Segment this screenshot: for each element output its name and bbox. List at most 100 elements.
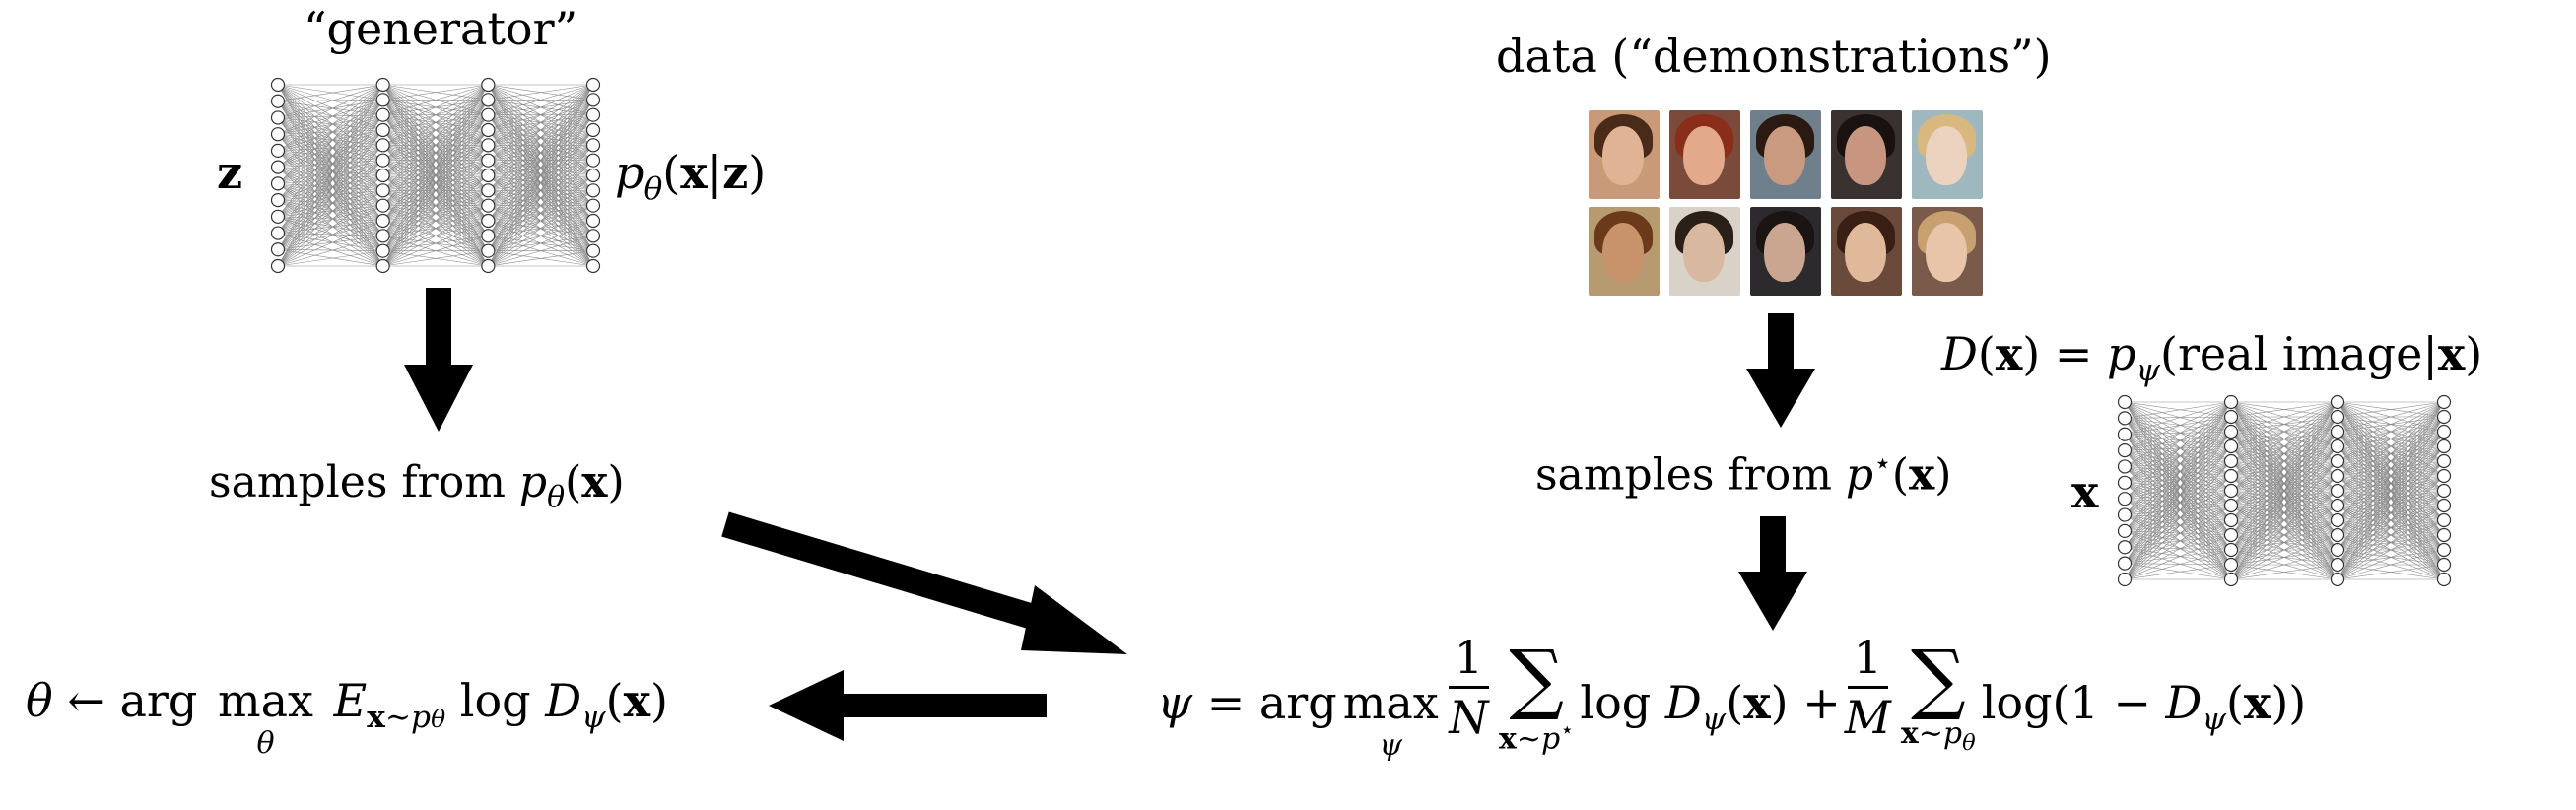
network-node: [481, 198, 496, 213]
face-head: [1926, 126, 1968, 185]
network-node: [2117, 507, 2133, 522]
network-node: [270, 110, 286, 125]
network-node: [2330, 498, 2345, 513]
samples-from-data: samples from p⋆(x): [1535, 446, 1952, 501]
face-head: [1683, 126, 1726, 185]
face-image: [1831, 110, 1902, 199]
network-node: [585, 77, 601, 93]
network-node: [585, 258, 601, 274]
network-node: [2436, 572, 2452, 587]
network-node: [481, 93, 496, 107]
network-node: [2117, 442, 2133, 458]
network-node: [375, 183, 390, 198]
objective-down-arrow: [1738, 516, 1807, 631]
network-node: [2223, 542, 2239, 558]
face-image: [1831, 207, 1902, 296]
network-node: [2117, 475, 2133, 490]
face-image: [1912, 110, 1983, 199]
network-node: [585, 107, 601, 122]
network-node: [2117, 572, 2133, 587]
network-node: [2117, 540, 2133, 555]
network-node: [2117, 427, 2133, 441]
left-arrow: [769, 670, 1047, 741]
network-node: [2223, 439, 2239, 454]
network-node: [270, 242, 286, 257]
face-head: [1926, 223, 1968, 282]
network-node: [2436, 527, 2452, 543]
network-node: [585, 213, 601, 229]
network-node: [2330, 557, 2345, 573]
network-node: [2436, 512, 2452, 528]
network-node: [585, 229, 601, 243]
discriminator-network: [2117, 394, 2452, 587]
network-node: [585, 93, 601, 107]
network-node: [375, 153, 390, 168]
network-node: [2330, 394, 2345, 410]
network-node: [481, 138, 496, 153]
face-head: [1683, 223, 1726, 282]
network-node: [2223, 557, 2239, 573]
network-node: [2117, 492, 2133, 506]
generator-title: “generator”: [304, 2, 578, 55]
network-node: [2436, 542, 2452, 558]
discriminator-input-label: x: [2071, 465, 2099, 518]
network-node: [2117, 556, 2133, 571]
network-node: [375, 258, 390, 274]
network-node: [375, 168, 390, 183]
face-image: [1669, 110, 1740, 199]
discriminator-title: D(x) = pψ(real image|x): [1941, 327, 2483, 388]
network-node: [2436, 394, 2452, 410]
face-head: [1602, 126, 1645, 185]
face-image: [1589, 110, 1660, 199]
face-image: [1589, 207, 1660, 296]
network-node: [2223, 409, 2239, 425]
network-node: [2436, 424, 2452, 439]
network-node: [270, 127, 286, 142]
network-node: [2436, 409, 2452, 425]
network-node: [2117, 394, 2133, 410]
network-node: [2330, 439, 2345, 454]
diagonal-arrow: [721, 511, 1127, 654]
network-node: [481, 243, 496, 258]
network-node: [2223, 483, 2239, 499]
network-node: [2436, 483, 2452, 499]
generator-input-label: z: [217, 146, 243, 199]
network-node: [585, 183, 601, 198]
network-node: [2223, 527, 2239, 543]
network-node: [2330, 424, 2345, 439]
network-node: [2223, 394, 2239, 410]
network-node: [270, 209, 286, 224]
network-node: [2330, 453, 2345, 469]
network-node: [481, 229, 496, 243]
face-head: [1845, 126, 1887, 185]
network-node: [2436, 557, 2452, 573]
face-image: [1750, 207, 1821, 296]
network-node: [375, 138, 390, 153]
network-node: [2223, 572, 2239, 587]
network-node: [270, 160, 286, 174]
network-node: [585, 138, 601, 153]
network-node: [270, 192, 286, 208]
network-node: [2330, 409, 2345, 425]
network-node: [481, 168, 496, 183]
face-image: [1669, 207, 1740, 296]
data-title: data (“demonstrations”): [1496, 30, 2052, 83]
network-node: [375, 213, 390, 229]
network-node: [2117, 411, 2133, 426]
face-image-grid: [1589, 110, 1983, 296]
network-node: [2223, 424, 2239, 439]
network-node: [2436, 498, 2452, 513]
generator-output-label: pθ(x|z): [615, 146, 767, 207]
network-node: [2330, 483, 2345, 499]
network-node: [2223, 453, 2239, 469]
network-node: [481, 122, 496, 138]
network-node: [585, 122, 601, 138]
network-node: [585, 243, 601, 258]
network-node: [270, 176, 286, 191]
network-node: [585, 168, 601, 183]
network-node: [481, 213, 496, 229]
face-head: [1764, 126, 1806, 185]
network-node: [585, 198, 601, 213]
network-node: [2223, 512, 2239, 528]
